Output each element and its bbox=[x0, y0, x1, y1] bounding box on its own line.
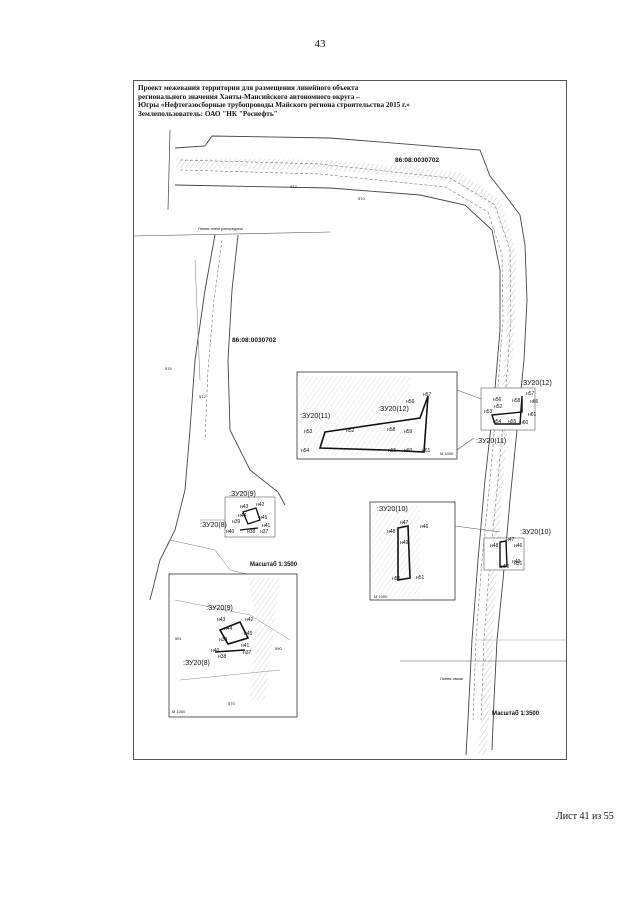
point-label-points_mid_inset-4: н50 bbox=[392, 576, 401, 582]
point-label-points_top_inset-3: н58 bbox=[387, 427, 396, 433]
parcel-570b: 570 bbox=[228, 701, 235, 706]
page-number: 43 bbox=[314, 38, 326, 50]
point-label-points_left_inset-2: н44 bbox=[224, 626, 233, 632]
title-line-4: Землепользователь: ОАО "НК "Роснефть" bbox=[138, 109, 278, 118]
point-label-points_top_main-1: н57 bbox=[526, 391, 535, 397]
point-label-points_top_main-6: н61 bbox=[528, 412, 537, 418]
point-label-points_left_main-8: н37 bbox=[260, 529, 269, 535]
point-label-points_top_main-8: н55 bbox=[508, 419, 517, 425]
point-label-points_mid_inset-5: н51 bbox=[416, 575, 425, 581]
point-label-points_top_inset-9: н61 bbox=[422, 448, 431, 454]
point-label-points_left_inset-7: н38 bbox=[218, 654, 227, 660]
point-label-points_left_main-6: н40 bbox=[226, 529, 235, 535]
territory-boundary-inner bbox=[174, 184, 501, 756]
point-label-points_left_main-4: н39 bbox=[232, 519, 241, 525]
point-label-points_top_inset-0: н56 bbox=[406, 399, 415, 405]
parcel-576: 576 bbox=[165, 366, 172, 371]
point-label-points_top_inset-2: н52 bbox=[346, 428, 355, 434]
plot-zu8-inset: :ЗУ20(8) bbox=[183, 660, 210, 667]
point-label-points_mid_main-0: н47 bbox=[506, 537, 515, 543]
title-line-3: Югры «Нефтегазосборные трубопроводы Майс… bbox=[138, 101, 410, 110]
inset-scale-left: М 1000 bbox=[172, 709, 186, 714]
plot-zu9-main: :ЗУ20(9) bbox=[229, 491, 256, 498]
point-label-points_top_inset-6: н55 bbox=[388, 448, 397, 454]
point-label-points_mid_inset-1: н46 bbox=[420, 524, 429, 530]
point-label-points_left_main-5: н41 bbox=[262, 523, 271, 529]
point-label-points_left_inset-1: н42 bbox=[245, 617, 254, 623]
plot-zu10-inset: :ЗУ20(10) bbox=[377, 506, 408, 513]
point-label-points_mid_inset-0: н47 bbox=[400, 520, 409, 526]
point-label-points_left_main-2: н44 bbox=[238, 513, 247, 519]
point-label-points_top_inset-1: н57 bbox=[423, 392, 432, 398]
point-label-points_left_inset-8: н37 bbox=[243, 650, 252, 656]
point-label-points_left_main-0: н43 bbox=[240, 504, 249, 510]
point-label-points_top_main-2: н52 bbox=[494, 404, 503, 410]
plot-zu12-inset: :ЗУ20(12) bbox=[378, 406, 409, 413]
cadastral-block-label: 86:08:0030702 bbox=[232, 337, 276, 344]
point-label-points_top_inset-8: н60 bbox=[404, 448, 413, 454]
point-label-points_left_inset-0: н43 bbox=[217, 617, 226, 623]
parcel-512: 512 bbox=[290, 184, 297, 189]
point-label-points_mid_inset-3: н49 bbox=[400, 540, 409, 546]
point-label-points_left_inset-3: н45 bbox=[244, 631, 253, 637]
road-label-2: Линия связи bbox=[440, 676, 463, 681]
territory-boundary bbox=[174, 135, 528, 751]
point-label-points_left_inset-5: н41 bbox=[241, 643, 250, 649]
parcel-591: 591 bbox=[175, 636, 182, 641]
scale-label-left: Масштаб 1:3500 bbox=[250, 561, 298, 568]
point-label-points_mid_main-1: н48 bbox=[490, 543, 499, 549]
inset-scale-mid: М 1000 bbox=[374, 594, 388, 599]
title-line-2: регионального значения Ханты-Мансийского… bbox=[138, 92, 360, 101]
title-line-1: Проект межевания территории для размещен… bbox=[138, 84, 359, 92]
point-label-points_mid_main-2: н46 bbox=[514, 543, 523, 549]
point-label-points_top_inset-4: н59 bbox=[404, 429, 413, 435]
plot-zu9-inset: :ЗУ20(9) bbox=[206, 605, 233, 612]
point-label-points_mid_main-3: н49 bbox=[512, 559, 521, 565]
plot-zu11-main: :ЗУ20(11) bbox=[476, 438, 506, 445]
map-frame bbox=[133, 80, 567, 760]
point-label-points_top_main-4: н66 bbox=[530, 399, 539, 405]
inset-scale-top: М 1000 bbox=[440, 451, 454, 456]
point-label-points_mid_main-5: н51 bbox=[514, 561, 523, 567]
parcel-570: 570 bbox=[358, 196, 365, 201]
point-label-points_left_main-1: н42 bbox=[256, 502, 265, 508]
point-label-points_left_inset-6: н40 bbox=[211, 648, 220, 654]
sheet-number: Лист 41 из 55 bbox=[556, 811, 614, 822]
scale-label-right: Масштаб 1:3500 bbox=[492, 710, 540, 717]
map-title: Проект межевания территории для размещен… bbox=[138, 84, 468, 118]
cadastral-main-label: 86:08:0030702 bbox=[395, 157, 439, 164]
point-label-points_top_main-9: н60 bbox=[520, 420, 529, 426]
point-label-points_left_main-7: н38 bbox=[247, 529, 256, 535]
point-label-points_top_main-5: н53 bbox=[484, 409, 493, 415]
road-label-1: Линия электропередачи bbox=[198, 226, 243, 231]
point-label-points_top_inset-5: н53 bbox=[304, 429, 313, 435]
plot-zu8-main: :ЗУ20(8) bbox=[200, 522, 227, 529]
point-label-points_mid_inset-2: н48 bbox=[387, 529, 396, 535]
point-label-points_top_inset-7: н54 bbox=[301, 448, 310, 454]
plot-zu11-inset: :ЗУ20(11) bbox=[300, 413, 330, 420]
point-label-points_top_main-7: н54 bbox=[493, 419, 502, 425]
plot-zu12-main: :ЗУ20(12) bbox=[521, 380, 552, 387]
parcel-590: 590 bbox=[275, 646, 282, 651]
point-label-points_top_main-3: н58 bbox=[512, 398, 521, 404]
plot-zu10-main: :ЗУ20(10) bbox=[520, 529, 551, 536]
point-label-points_mid_main-4: н50 bbox=[501, 564, 510, 570]
point-label-points_top_main-0: н56 bbox=[493, 397, 502, 403]
point-label-points_left_main-3: н45 bbox=[259, 515, 268, 521]
point-label-points_left_inset-4: н39 bbox=[219, 637, 228, 643]
parcel-512b: 512 bbox=[199, 394, 206, 399]
